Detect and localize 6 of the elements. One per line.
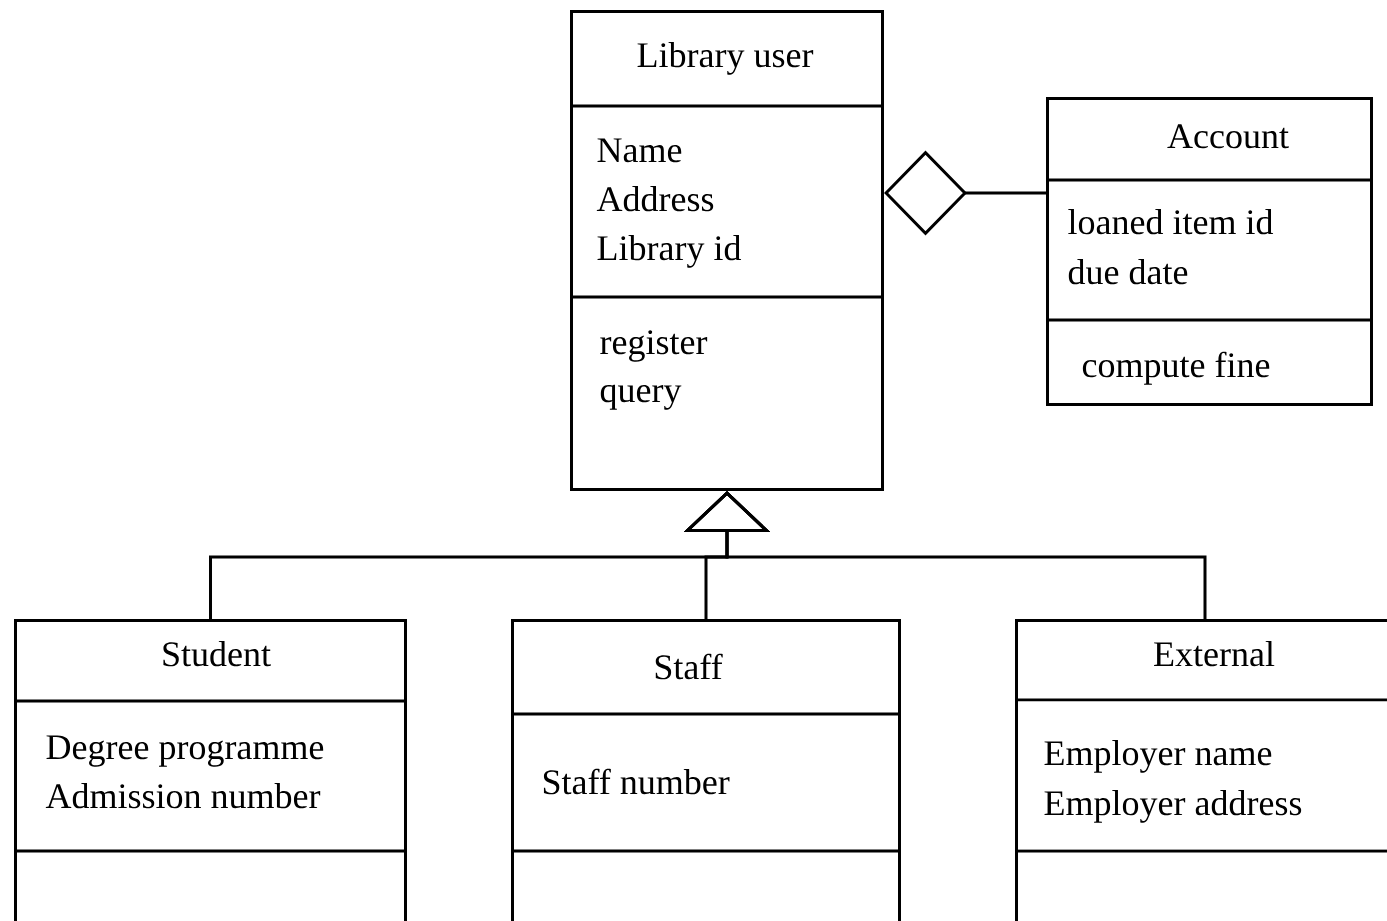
generalization-arrow xyxy=(683,491,1207,619)
class-box: Library user Name Address Library id register query xyxy=(570,10,884,491)
class-box: Staff Staff number xyxy=(511,619,901,921)
class-box: External Employer name Employer address xyxy=(1015,619,1387,921)
class-box: Account loaned item id due date compute fine xyxy=(1046,97,1373,406)
class-box: Student Degree programme Admission number xyxy=(14,619,407,921)
